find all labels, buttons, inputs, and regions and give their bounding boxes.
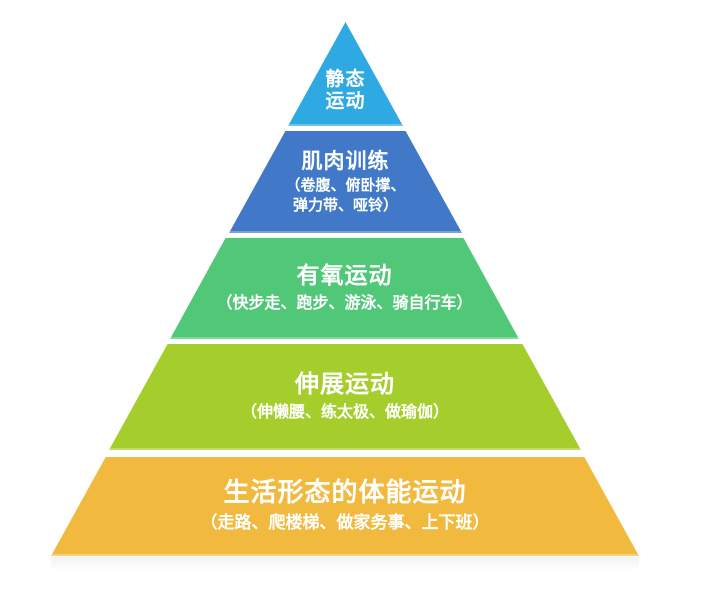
level-subtitle: （走路、爬楼梯、做家务事、上下班）: [200, 512, 490, 533]
level-text-block: 有氧运动 （快步走、跑步、游泳、骑自行车）: [170, 238, 519, 339]
pyramid-level-muscle-training: 肌肉训练 （卷腹、俯卧撑、 弹力带、哑铃）: [229, 131, 462, 233]
pyramid-level-aerobic-exercise: 有氧运动 （快步走、跑步、游泳、骑自行车）: [170, 238, 519, 339]
level-title: 静态 运动: [325, 68, 366, 113]
pyramid-base-shadow: [51, 557, 639, 571]
pyramid-level-stretching-exercise: 伸展运动 （伸懒腰、练太极、做瑜伽）: [109, 344, 581, 450]
level-shape-trapezoid: [51, 457, 639, 556]
level-title: 有氧运动: [296, 263, 393, 290]
pyramid-level-static-exercise: 静态 运动: [288, 22, 403, 126]
level-subtitle: （卷腹、俯卧撑、 弹力带、哑铃）: [285, 176, 406, 214]
level-shape-trapezoid: [170, 238, 519, 339]
level-shape-trapezoid: [109, 344, 581, 450]
level-text-block: 伸展运动 （伸懒腰、练太极、做瑜伽）: [109, 344, 581, 450]
level-subtitle: （快步走、跑步、游泳、骑自行车）: [216, 292, 473, 312]
pyramid-level-lifestyle-activity: 生活形态的体能运动 （走路、爬楼梯、做家务事、上下班）: [51, 457, 639, 556]
level-subtitle: （伸懒腰、练太极、做瑜伽）: [240, 401, 449, 421]
level-text-block: 静态 运动: [288, 22, 403, 126]
level-text-block: 生活形态的体能运动 （走路、爬楼梯、做家务事、上下班）: [51, 457, 639, 556]
level-title: 生活形态的体能运动: [223, 478, 467, 508]
level-title: 伸展运动: [295, 370, 395, 399]
level-text-block: 肌肉训练 （卷腹、俯卧撑、 弹力带、哑铃）: [229, 131, 462, 233]
level-title: 肌肉训练: [301, 148, 390, 173]
